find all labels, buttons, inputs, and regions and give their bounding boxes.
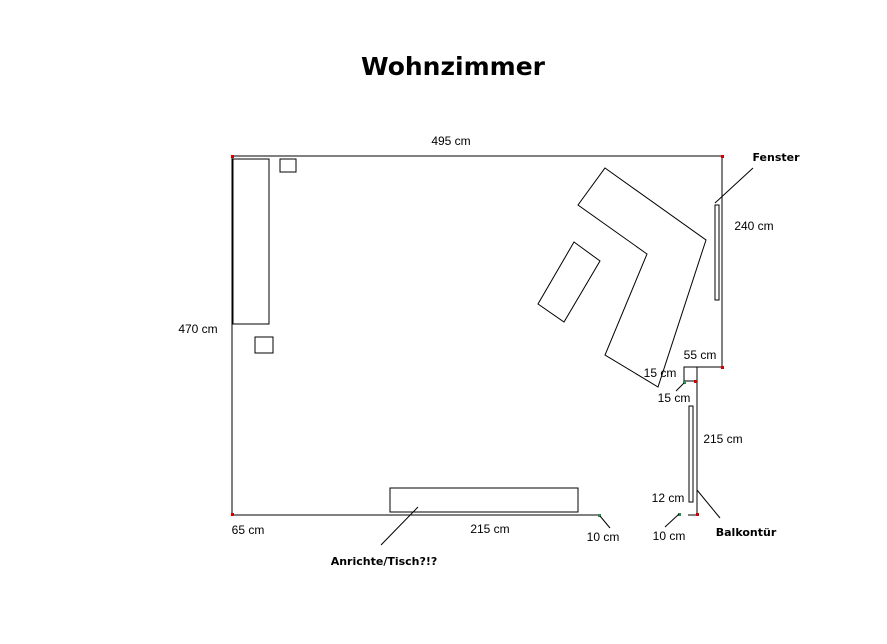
dim-window-width: 240 cm (734, 219, 773, 233)
balcony-door-leader-line (696, 489, 721, 519)
balcony-door (688, 405, 694, 503)
small-box-top (279, 158, 297, 173)
cabinet-left (232, 158, 270, 325)
wall-step (683, 366, 697, 382)
dim-door-width: 215 cm (703, 432, 742, 446)
step-leader (675, 382, 685, 392)
dim-bottom-right-gap: 10 cm (587, 530, 620, 544)
dim-step-a: 15 cm (644, 366, 677, 380)
dim-bottom-wall: 215 cm (470, 522, 509, 536)
small-box-middle (254, 336, 274, 354)
gap-markers (598, 381, 686, 517)
dim-step-b: 15 cm (658, 391, 691, 405)
dim-right-step: 55 cm (684, 348, 717, 362)
dim-top-width: 495 cm (431, 134, 470, 148)
dim-bottom-left: 65 cm (232, 523, 265, 537)
dim-left-height: 470 cm (178, 322, 217, 336)
window (714, 204, 720, 301)
gap-leader-bottom (664, 513, 680, 528)
gap-leader-bottom-right (599, 515, 611, 529)
room-outline (231, 155, 723, 516)
dim-door-offset: 12 cm (652, 491, 685, 505)
window-leader-line (714, 167, 754, 204)
corner-sofa (577, 167, 707, 388)
sideboard (389, 487, 579, 513)
dim-bottom-gap: 10 cm (653, 529, 686, 543)
label-balcony-door: Balkontür (716, 526, 777, 539)
page-title: Wohnzimmer (361, 52, 546, 81)
corner-markers (231, 155, 724, 516)
coffee-table (537, 241, 601, 323)
label-window: Fenster (752, 151, 800, 164)
sideboard-leader-line (380, 506, 419, 546)
label-sideboard: Anrichte/Tisch?!? (331, 555, 438, 568)
